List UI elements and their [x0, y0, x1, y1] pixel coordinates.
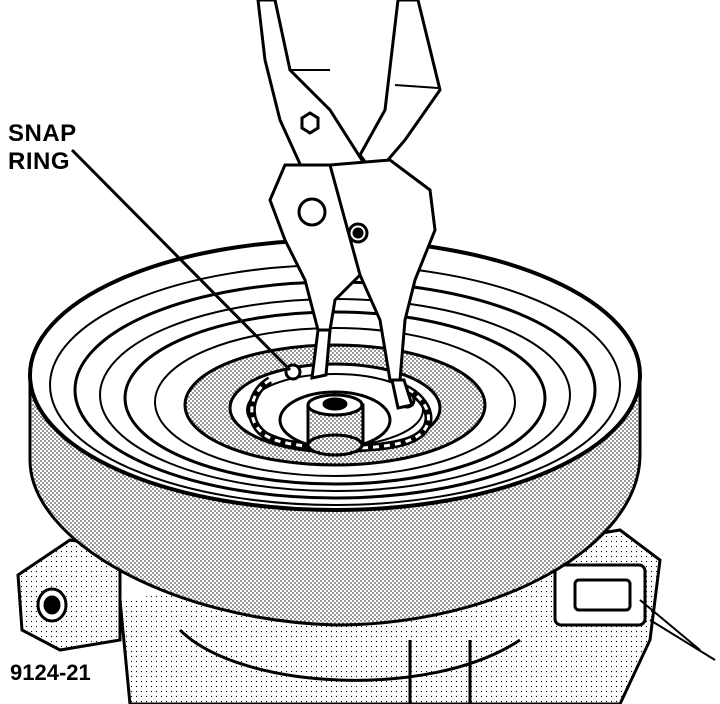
- snap-ring-label-line1: SNAP: [8, 120, 77, 147]
- shaft-nut: [278, 390, 392, 457]
- snap-ring-label: SNAP RING: [8, 120, 77, 176]
- figure-number: 9124-21: [10, 660, 91, 685]
- pulley: [28, 238, 642, 627]
- snap-ring-label-line2: RING: [8, 148, 70, 175]
- callout-leader-line: [70, 148, 292, 372]
- snap-ring-pliers: [256, 0, 442, 410]
